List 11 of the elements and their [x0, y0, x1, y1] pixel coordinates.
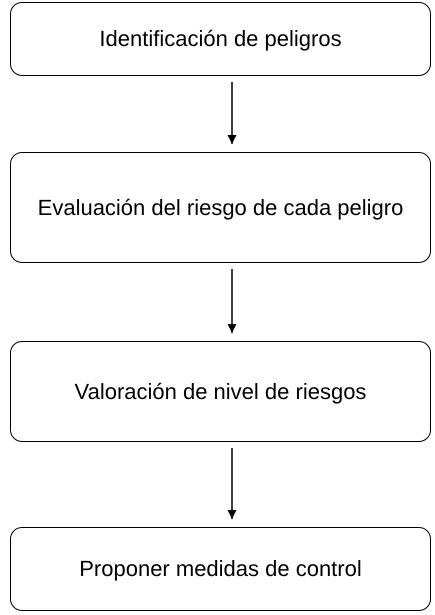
process-box [10, 2, 431, 76]
arrow [228, 448, 236, 519]
arrow [228, 269, 236, 333]
step-label: Identificación de peligros [98, 25, 343, 54]
process-box [10, 152, 431, 263]
step-label: Evaluación del riesgo de cada peligro [36, 194, 404, 222]
process-box [10, 527, 431, 611]
arrow [228, 82, 236, 144]
step-label: Valoración de nivel de riesgos [74, 378, 368, 406]
process-box [10, 341, 431, 442]
step-label: Proponer medidas de control [78, 555, 363, 584]
